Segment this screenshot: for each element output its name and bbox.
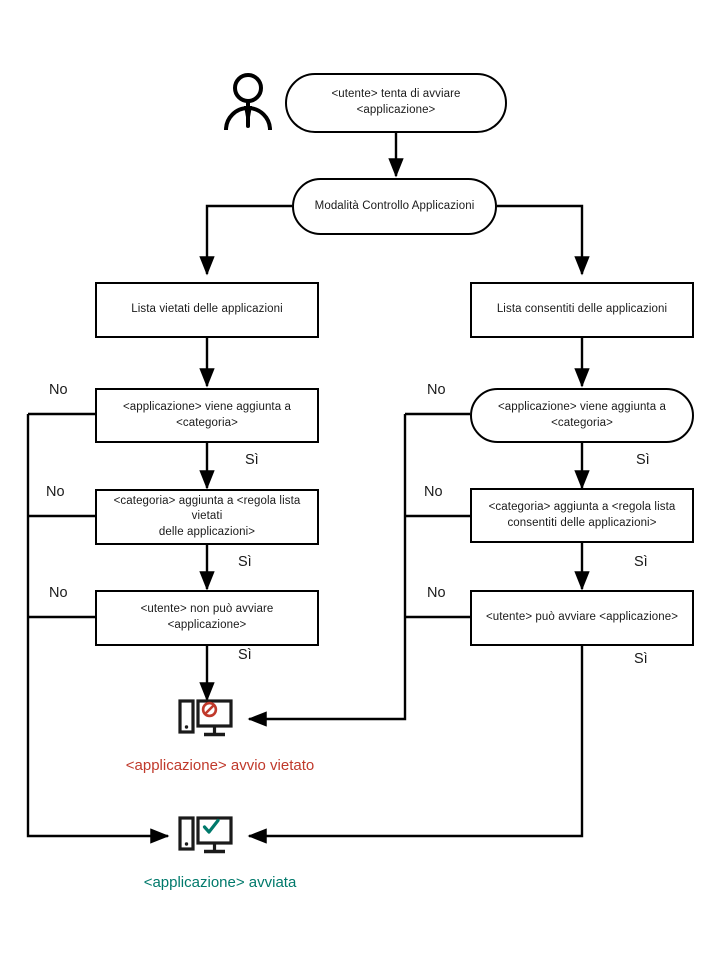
computer-blocked-icon [178,698,234,742]
edge-label-left-si-1: Sì [245,452,259,468]
edge-label-right-si-1: Sì [636,452,650,468]
node-left-step2-line2: delle applicazioni> [158,525,256,538]
edge-label-right-no-3: No [427,585,446,601]
node-right-step2: <categoria> aggiunta a <regola lista con… [470,488,694,543]
node-denylist-label: Lista vietati delle applicazioni [131,303,283,316]
edge-label-right-si-3: Sì [634,651,648,667]
edge-mode-to-allowlist [497,204,590,276]
edge-mode-to-denylist [199,204,292,276]
node-left-step1-line2: <categoria> [176,416,238,429]
node-left-step1-line1: <applicazione> viene aggiunta a [122,400,292,413]
node-left-step3: <utente> non può avviare <applicazione> [95,590,319,646]
edge-label-left-no-1: No [49,382,68,398]
node-start-line2: <applicazione> [356,104,436,116]
node-mode: Modalità Controllo Applicazioni [292,178,497,235]
node-left-step3-label: <utente> non può avviare <applicazione> [140,603,274,631]
edge-right-no-rail-to-blocked [247,414,407,727]
edge-label-right-no-2: No [424,484,443,500]
computer-allowed-icon [178,815,234,859]
node-right-step1-line2: <categoria> [551,416,613,429]
node-start-line1: <utente> tenta di avviare [331,88,461,101]
node-allowlist: Lista consentiti delle applicazioni [470,282,694,338]
node-right-step2-line1: <categoria> aggiunta a <regola lista [488,500,676,513]
edge-label-right-si-2: Sì [634,554,648,570]
terminal-started-label: <applicazione> avviata [143,874,297,891]
user-icon [218,70,278,134]
node-start: <utente> tenta di avviare <applicazione> [285,73,507,133]
edge-label-left-no-3: No [49,585,68,601]
node-left-step2-line1: <categoria> aggiunta a <regola lista vie… [113,494,301,523]
node-right-step1: <applicazione> viene aggiunta a <categor… [470,388,694,443]
node-left-step2: <categoria> aggiunta a <regola lista vie… [95,489,319,545]
node-left-step1: <applicazione> viene aggiunta a <categor… [95,388,319,443]
terminal-blocked-label: <applicazione> avvio vietato [125,757,315,774]
node-right-step1-line1: <applicazione> viene aggiunta a [497,400,667,413]
edge-r3-si-to-started [247,646,584,844]
node-right-step2-line2: consentiti delle applicazioni> [507,516,657,529]
edge-label-left-no-2: No [46,484,65,500]
node-allowlist-label: Lista consentiti delle applicazioni [496,303,668,316]
edge-label-left-si-3: Sì [238,647,252,663]
node-right-step3-label: <utente> può avviare <applicazione> [485,611,679,624]
edge-label-left-si-2: Sì [238,554,252,570]
node-right-step3: <utente> può avviare <applicazione> [470,590,694,646]
node-denylist: Lista vietati delle applicazioni [95,282,319,338]
edge-left-no-rail-to-started [26,414,170,844]
edge-label-right-no-1: No [427,382,446,398]
node-mode-label: Modalità Controllo Applicazioni [314,199,475,212]
